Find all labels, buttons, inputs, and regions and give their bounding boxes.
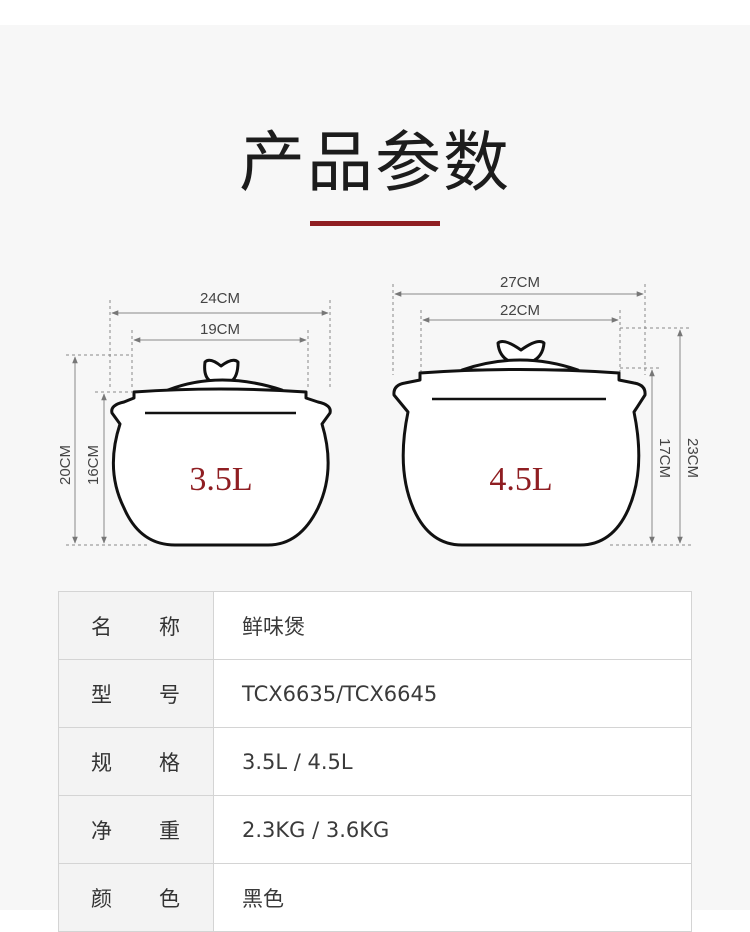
spec-value-model: TCX6635/TCX6645 [213, 659, 692, 728]
spec-value-weight: 2.3KG / 3.6KG [213, 795, 692, 864]
spec-table: 名 称 鲜味煲 型 号 TCX6635/TCX6645 规 格 3.5L / 4… [58, 591, 692, 932]
spec-label-char: 净 [91, 818, 112, 843]
pot-small-body-height: 16CM [85, 445, 102, 485]
spec-label-char: 称 [159, 614, 180, 639]
pot-large-outer-width: 27CM [500, 274, 540, 291]
pot-small-outer-width: 24CM [200, 290, 240, 307]
spec-value-name: 鲜味煲 [213, 591, 692, 660]
pot-large-capacity: 4.5L [489, 461, 552, 498]
page-title: 产品参数 [239, 124, 511, 201]
spec-value-color: 黑色 [213, 863, 692, 932]
pot-large-inner-width: 22CM [500, 302, 540, 319]
table-row: 型 号 TCX6635/TCX6645 [58, 659, 692, 728]
pot-small: 24CM 19CM 20CM 16CM 3.5L [57, 290, 332, 547]
spec-value-size: 3.5L / 4.5L [213, 727, 692, 796]
spec-label-char: 颜 [91, 886, 112, 911]
spec-label-cell: 颜 色 [58, 863, 214, 932]
spec-label-char: 重 [159, 818, 180, 843]
spec-label-cell: 净 重 [58, 795, 214, 864]
table-row: 名 称 鲜味煲 [58, 591, 692, 660]
spec-label-cell: 型 号 [58, 659, 214, 728]
pot-small-capacity: 3.5L [189, 461, 252, 498]
title-underline [310, 221, 440, 226]
pot-small-total-height: 20CM [57, 445, 74, 485]
spec-label-char: 型 [91, 682, 112, 707]
spec-label-char: 号 [159, 682, 180, 707]
size-diagram: 24CM 19CM 20CM 16CM 3.5L [57, 274, 701, 547]
pot-large-body-height: 17CM [656, 438, 673, 478]
spec-label-char: 规 [91, 750, 112, 775]
table-row: 规 格 3.5L / 4.5L [58, 727, 692, 796]
pot-small-inner-width: 19CM [200, 321, 240, 338]
spec-label-char: 色 [159, 886, 180, 911]
spec-label-char: 名 [91, 614, 112, 639]
pot-large: 27CM 22CM 23CM 17CM 4.5L [392, 274, 701, 547]
table-row: 净 重 2.3KG / 3.6KG [58, 795, 692, 864]
spec-label-cell: 规 格 [58, 727, 214, 796]
table-row: 颜 色 黑色 [58, 863, 692, 932]
spec-label-char: 格 [159, 750, 180, 775]
pot-large-total-height: 23CM [684, 438, 701, 478]
spec-label-cell: 名 称 [58, 591, 214, 660]
